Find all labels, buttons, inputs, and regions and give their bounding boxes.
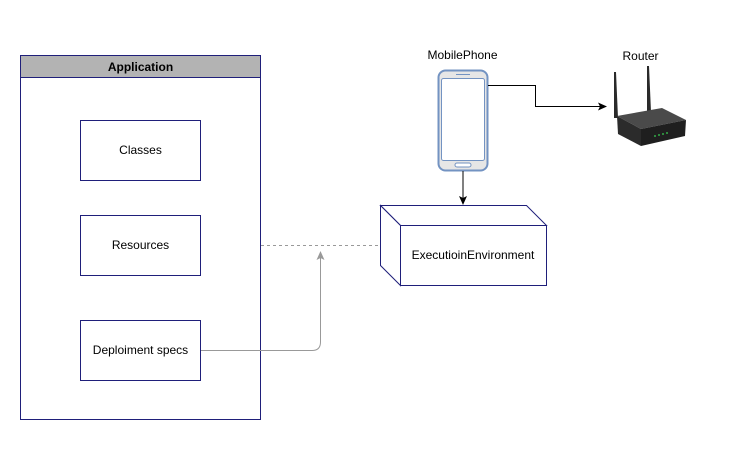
- deployment-specs-box: [80, 320, 201, 381]
- mobile-phone-label: MobilePhone: [427, 48, 497, 62]
- classes-box: [80, 120, 201, 181]
- deployment-specs-node[interactable]: Deploiment specs: [80, 320, 201, 381]
- classes-node[interactable]: Classes: [80, 120, 201, 181]
- resources-node[interactable]: Resources: [80, 215, 201, 276]
- deployment-specs-label: Deploiment specs: [93, 343, 188, 357]
- resources-box: [80, 215, 201, 276]
- execution-environment-top-face: [379, 205, 548, 226]
- execution-environment-node[interactable]: ExecutioinEnvironment: [379, 204, 548, 287]
- mobile-phone-node[interactable]: MobilePhone: [427, 48, 498, 172]
- application-header: [20, 55, 261, 78]
- deployment-specs-connector-edge[interactable]: [201, 251, 325, 351]
- mobile-phone-icon: [437, 69, 489, 172]
- router-icon: [614, 66, 686, 146]
- classes-label: Classes: [119, 143, 162, 157]
- application-title: Application: [108, 60, 173, 74]
- router-label: Router: [622, 49, 658, 63]
- resources-label: Resources: [112, 238, 169, 252]
- execution-environment-front-face: [400, 225, 547, 286]
- router-node[interactable]: Router: [614, 49, 686, 146]
- execution-environment-label: ExecutioinEnvironment: [412, 248, 535, 262]
- phone-to-router-edge[interactable]: [488, 85, 607, 111]
